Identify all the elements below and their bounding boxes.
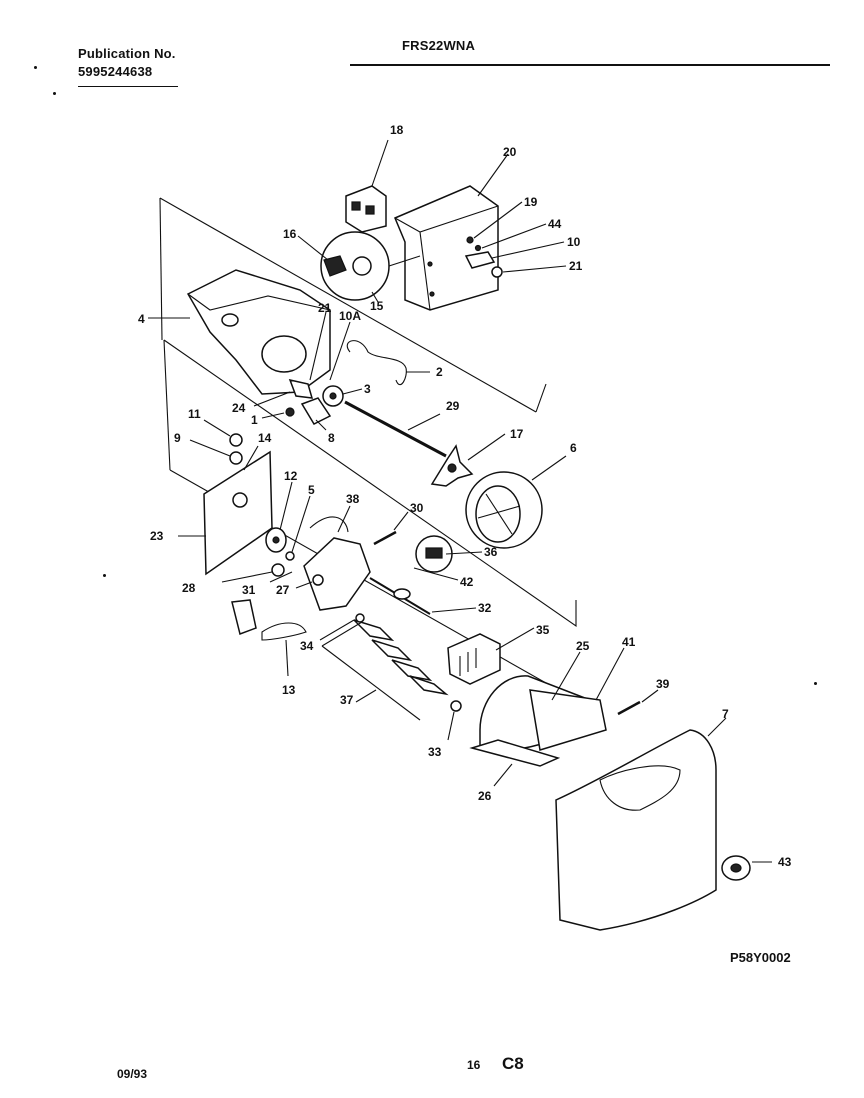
callout-35: 35 <box>536 623 550 637</box>
section-code: C8 <box>502 1054 524 1073</box>
callout-28: 28 <box>182 581 196 595</box>
part-7-dispenser-panel <box>555 717 727 931</box>
publication-label: Publication No. <box>78 46 176 61</box>
callout-3: 3 <box>364 382 371 396</box>
callout-32: 32 <box>478 601 492 615</box>
callout-19: 19 <box>524 195 538 209</box>
callout-29: 29 <box>446 399 460 413</box>
callout-26: 26 <box>478 789 492 803</box>
callout-25: 25 <box>576 639 590 653</box>
callout-41: 41 <box>622 635 636 649</box>
callout-17: 17 <box>510 427 524 441</box>
part-29-auger-shaft <box>344 400 447 458</box>
part-25-shroud <box>479 647 625 751</box>
part-26-bracket <box>469 739 561 787</box>
part-2-spring-wire <box>309 311 430 386</box>
part-12-5-gears <box>265 481 311 561</box>
callout-21-right: 21 <box>569 259 583 273</box>
callout-7: 7 <box>722 707 729 721</box>
callout-2: 2 <box>436 365 443 379</box>
part-4-bucket-housing <box>148 269 331 395</box>
print-date: 09/93 <box>117 1067 148 1081</box>
part-23-plate <box>178 450 273 576</box>
part-8-bracket <box>300 397 332 431</box>
part-6-auger-wheel <box>465 455 567 549</box>
group-outline-mid-left <box>163 339 171 471</box>
callout-43: 43 <box>778 855 792 869</box>
page-number: 16 <box>467 1058 481 1072</box>
callout-42: 42 <box>460 575 474 589</box>
publication-number: 5995244638 <box>78 64 153 79</box>
part-1-24-screws <box>253 378 314 419</box>
callout-21-left: 21 <box>318 301 332 315</box>
callout-9: 9 <box>174 431 181 445</box>
callout-16: 16 <box>283 227 297 241</box>
part-hardware-right <box>464 201 567 278</box>
part-37-spring-stack <box>321 619 449 721</box>
callout-10a: 10A <box>339 309 361 323</box>
callout-18: 18 <box>390 123 404 137</box>
part-17-blade <box>430 433 506 487</box>
callout-20: 20 <box>503 145 517 159</box>
callout-14: 14 <box>258 431 272 445</box>
callout-34: 34 <box>300 639 314 653</box>
scan-speck <box>34 66 37 69</box>
part-33-nut <box>447 700 462 741</box>
callout-44: 44 <box>548 217 562 231</box>
callout-5: 5 <box>308 483 315 497</box>
callout-4: 4 <box>138 312 145 326</box>
callout-37: 37 <box>340 693 354 707</box>
callout-15: 15 <box>370 299 384 313</box>
part-39-screw <box>617 689 659 716</box>
callout-27: 27 <box>276 583 290 597</box>
callout-1: 1 <box>251 413 258 427</box>
callout-30: 30 <box>410 501 424 515</box>
part-28-31-clip <box>221 563 293 583</box>
header-underline <box>78 86 178 87</box>
callout-33: 33 <box>428 745 442 759</box>
callout-8: 8 <box>328 431 335 445</box>
group-outline-mid <box>163 339 577 628</box>
part-36-detail <box>413 535 483 581</box>
group-outline-upper <box>159 197 537 413</box>
callout-23: 23 <box>150 529 164 543</box>
part-30-screw <box>373 511 409 546</box>
part-34-nut <box>319 613 365 641</box>
callout-31: 31 <box>242 583 256 597</box>
callout-6: 6 <box>570 441 577 455</box>
scan-speck <box>814 682 817 685</box>
header-rule <box>350 64 830 66</box>
part-32-rod <box>369 577 477 615</box>
part-43-knob <box>721 855 772 881</box>
part-3-gear <box>322 385 363 407</box>
part-16-detail-circle <box>297 231 421 303</box>
part-18-connector <box>345 139 389 233</box>
callout-13: 13 <box>282 683 296 697</box>
part-20-cover-housing <box>394 153 509 311</box>
callout-39: 39 <box>656 677 670 691</box>
diagram-code: P58Y0002 <box>730 950 791 965</box>
group-outline-upper-left <box>159 197 163 341</box>
callout-38: 38 <box>346 492 360 506</box>
part-13-lever <box>231 599 307 677</box>
model-number: FRS22WNA <box>402 38 476 53</box>
scan-speck <box>53 92 56 95</box>
part-9-11-14-washers <box>189 419 259 471</box>
callout-24: 24 <box>232 401 246 415</box>
callout-36: 36 <box>484 545 498 559</box>
scan-speck <box>103 574 106 577</box>
part-35-switch <box>447 627 535 685</box>
callout-12: 12 <box>284 469 298 483</box>
callout-11: 11 <box>188 407 201 421</box>
part-38-bracket <box>295 505 371 611</box>
callout-10: 10 <box>567 235 581 249</box>
group-outline-upper-right <box>535 383 547 413</box>
